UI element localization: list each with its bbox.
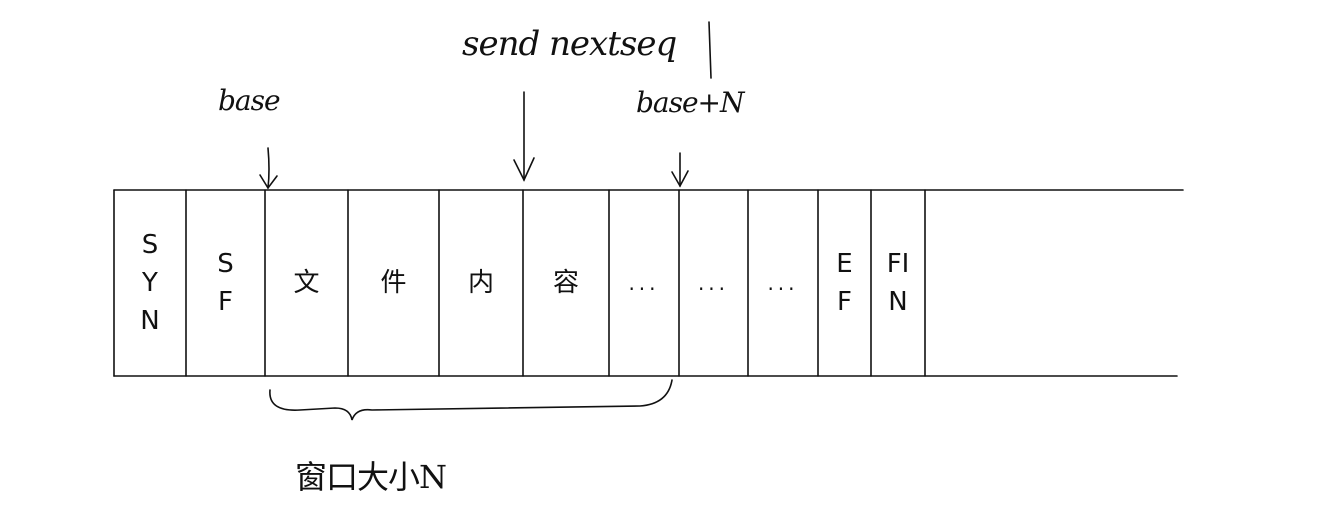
window-brace xyxy=(269,379,673,421)
base-plus-n-arrow-icon xyxy=(671,152,689,188)
cell-content-1: 文 xyxy=(293,268,320,298)
base-arrow-icon xyxy=(259,147,278,190)
cell-dividers xyxy=(113,189,926,377)
send-next-seq-arrow-icon xyxy=(513,91,535,182)
cell-content-3: 内 xyxy=(467,268,494,298)
seq-tail-stroke xyxy=(708,21,712,79)
cell-sf: SF xyxy=(217,249,234,317)
cell-ef: EF xyxy=(836,249,853,317)
cell-fin: FIN xyxy=(886,249,910,317)
send-next-seq-label: send nextseq xyxy=(462,24,677,64)
cell-content-2: 件 xyxy=(380,268,407,298)
cell-syn: SYN xyxy=(140,230,160,336)
cell-ellipsis-2: ... xyxy=(697,271,730,295)
base-label: base xyxy=(218,84,281,117)
cell-ellipsis-3: ... xyxy=(767,271,799,295)
cell-content-4: 容 xyxy=(552,268,579,298)
base-plus-n-label: base+N xyxy=(636,86,745,119)
window-size-label: 窗口大小N xyxy=(295,458,447,496)
cell-ellipsis-1: ... xyxy=(628,271,660,295)
